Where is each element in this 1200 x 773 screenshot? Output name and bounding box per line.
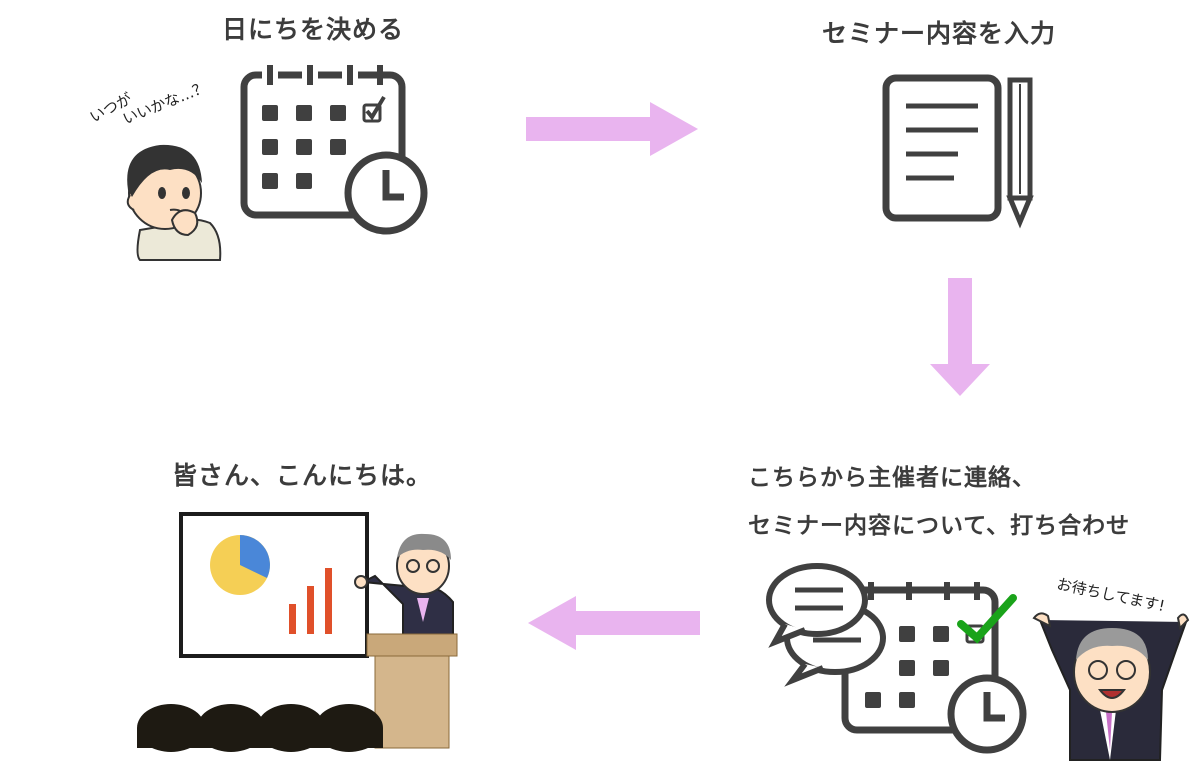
- clock-icon: [947, 674, 1027, 754]
- step2-title: セミナー内容を入力: [822, 19, 1057, 48]
- pencil-icon: [1006, 77, 1034, 229]
- flow-arrow-right: [526, 102, 698, 156]
- step1-title: 日にちを決める: [222, 15, 405, 44]
- presentation-illustration: [137, 512, 458, 752]
- meeting-illustration: [766, 563, 1027, 754]
- bar-chart-icon: [289, 568, 332, 634]
- flow-arrow-down: [930, 278, 990, 396]
- step3-title-line-1: こちらから主催者に連絡、: [748, 465, 1036, 491]
- speech-bubble-icon: [766, 563, 886, 687]
- pie-chart-icon: [210, 535, 270, 595]
- checkbox-icon: [362, 95, 386, 123]
- step3-title-line-2: セミナー内容について、打ち合わせ: [748, 513, 1131, 539]
- calendar-icon: [240, 65, 428, 235]
- organizer-illustration: [1032, 612, 1190, 761]
- notebook-icon: [882, 74, 1034, 229]
- clock-icon: [344, 151, 428, 235]
- flow-arrow-left: [528, 596, 700, 650]
- step4-title: 皆さん、こんにちは。: [172, 461, 433, 490]
- thinking-person-illustration: [126, 144, 222, 261]
- checkmark-icon: [957, 594, 1017, 644]
